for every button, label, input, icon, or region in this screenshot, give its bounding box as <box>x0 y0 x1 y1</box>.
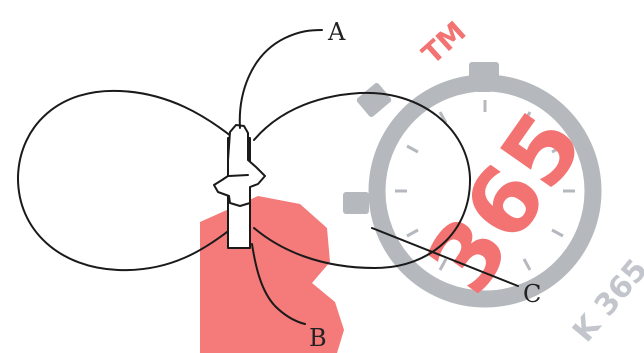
label-b: B <box>309 324 327 352</box>
label-a: A <box>327 18 346 46</box>
left-loop <box>16 89 237 272</box>
stopwatch-icon <box>343 62 602 308</box>
watermark-tm-text: TM <box>415 15 472 71</box>
knot-detail <box>228 174 249 177</box>
leader-line-a <box>238 29 323 129</box>
label-c: C <box>523 280 541 308</box>
watermark-side-text: K 365 <box>566 253 644 349</box>
leader-line-b <box>251 243 306 325</box>
leader-line-c <box>371 227 519 287</box>
watermark: 365 TM K 365 <box>200 15 644 353</box>
right-loop <box>253 91 472 269</box>
knot-cross <box>213 124 266 207</box>
bow-diagram <box>16 29 519 325</box>
